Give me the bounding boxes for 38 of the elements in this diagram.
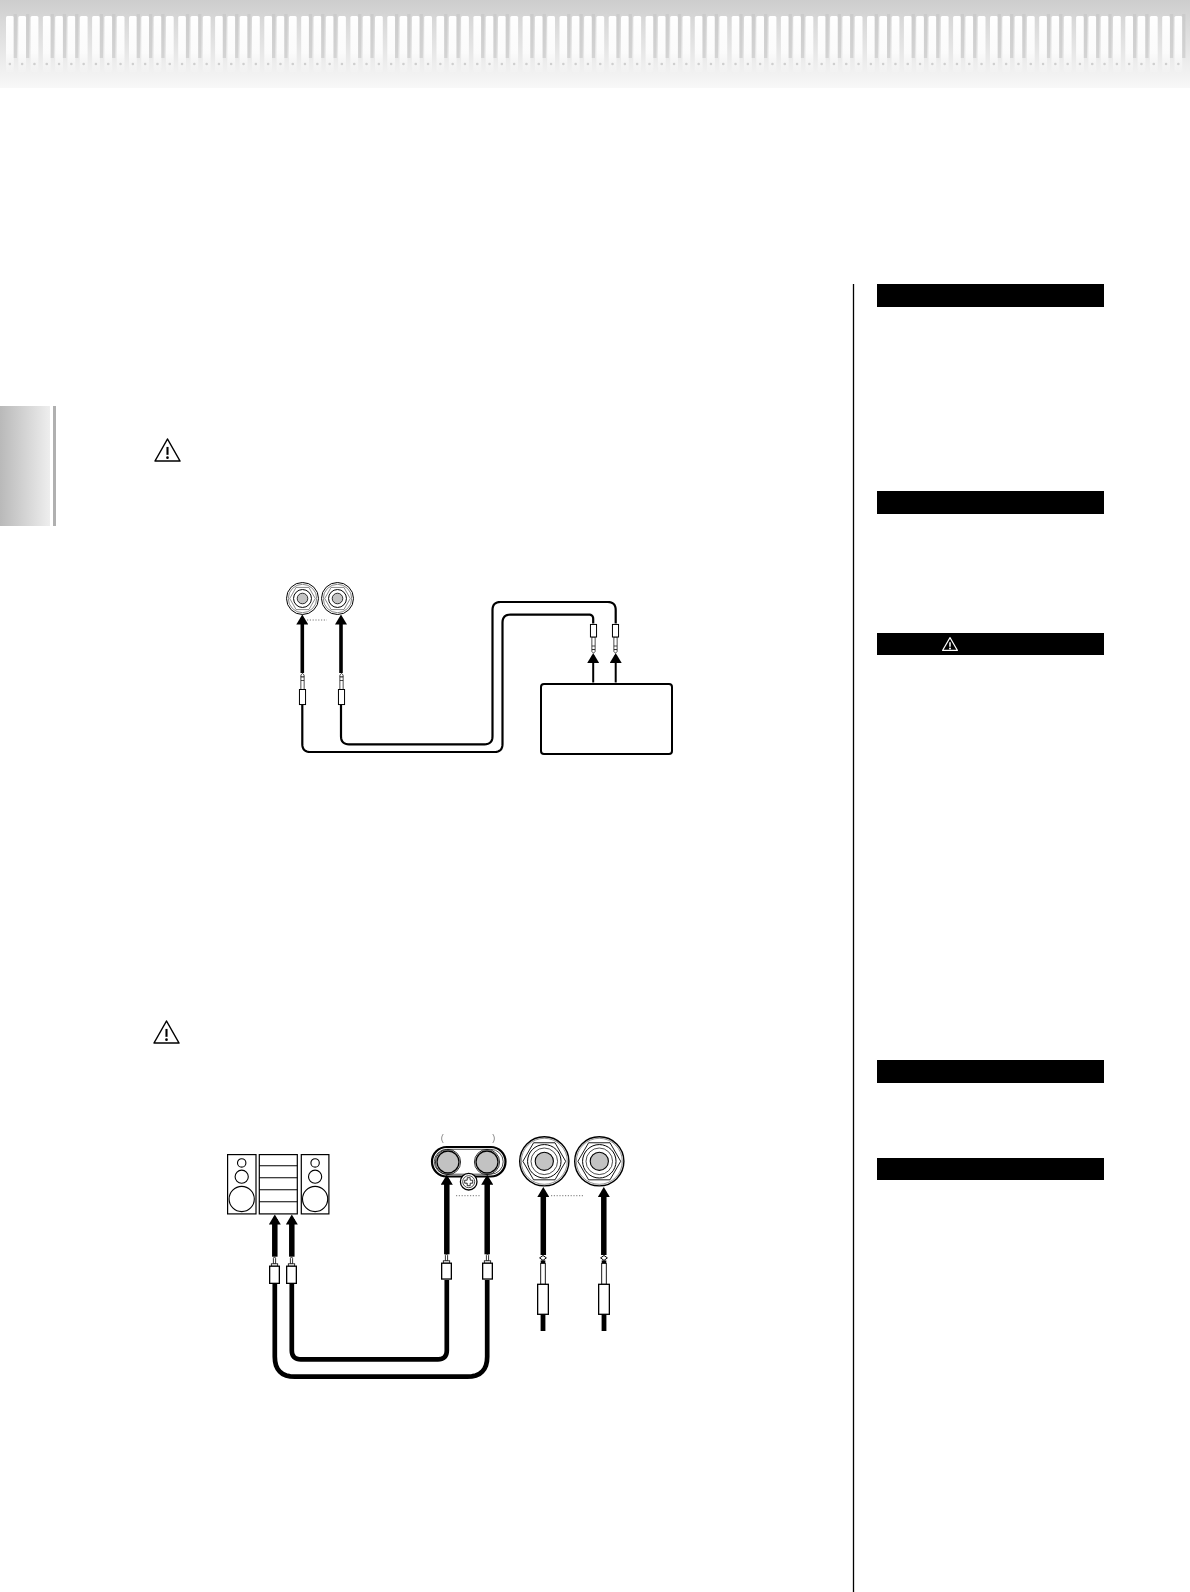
arrow [335, 614, 347, 673]
rca-plug [481, 1254, 493, 1280]
rca-jack [435, 1148, 462, 1175]
phone-plug [337, 673, 345, 705]
cable [301, 613, 595, 754]
heading-bar [877, 1060, 1104, 1083]
jack-socket [286, 581, 319, 615]
rca-plug [441, 1254, 453, 1280]
arrow [285, 1214, 298, 1257]
arrow [296, 614, 309, 673]
phone-plug [597, 1255, 610, 1331]
parenthesis-label: ) [492, 1132, 496, 1143]
jack-socket [320, 581, 354, 615]
heading-bar [877, 284, 1104, 307]
arrow [440, 1174, 453, 1255]
rca-plug [286, 1256, 298, 1284]
phone-jack [574, 1136, 625, 1187]
heading-bar [877, 1157, 1104, 1181]
cable [339, 600, 617, 746]
cable [272, 1280, 490, 1380]
arrow [268, 1214, 281, 1257]
arrow [587, 652, 600, 684]
phone-plug [612, 623, 620, 653]
arrow [481, 1174, 494, 1255]
rca-jack [473, 1148, 500, 1175]
heading-bar [877, 632, 1104, 656]
stereo-system-drawing [227, 1154, 330, 1215]
arrow [609, 652, 622, 684]
arrow [537, 1187, 550, 1255]
phone-plug [298, 673, 306, 705]
heading-bar [877, 491, 1104, 514]
arrow [597, 1187, 610, 1255]
rca-plug [269, 1256, 281, 1284]
phone-jack [518, 1136, 570, 1187]
device-box [540, 682, 673, 755]
cable [289, 1280, 450, 1362]
phone-plug [589, 623, 597, 653]
phone-plug [537, 1255, 550, 1331]
